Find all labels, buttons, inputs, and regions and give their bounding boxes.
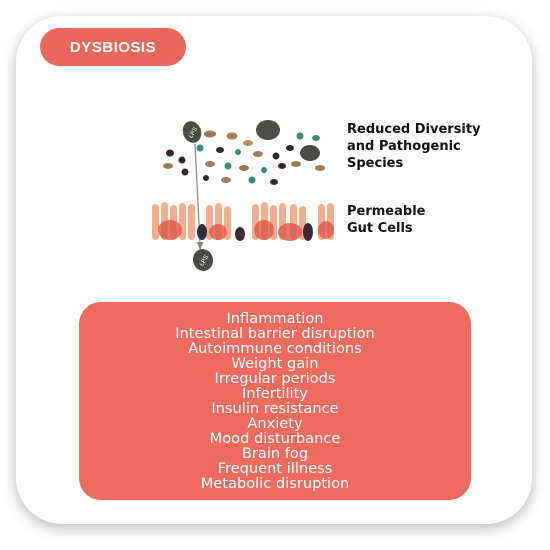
gap-cell xyxy=(235,227,245,241)
symptom-item: Autoimmune conditions xyxy=(188,340,362,357)
lps-top: LPS xyxy=(182,121,202,143)
microbe xyxy=(239,165,249,171)
lps-molecule-icon xyxy=(192,249,214,271)
gut-cells-label-line: Permeable xyxy=(347,204,426,219)
symptom-item: Anxiety xyxy=(247,415,303,432)
microbe xyxy=(221,177,231,183)
symptom-item: Intestinal barrier disruption xyxy=(175,325,375,342)
microbe xyxy=(181,168,189,176)
microbe xyxy=(291,161,301,167)
microbe xyxy=(205,161,215,167)
microbe xyxy=(226,132,238,140)
gut-cells-label: Permeable Gut Cells xyxy=(347,203,467,237)
symptom-item: Brain fog xyxy=(241,445,309,462)
gap-cell xyxy=(303,223,313,241)
pathogen-blob xyxy=(300,145,320,161)
title-badge-label: DYSBIOSIS xyxy=(69,38,157,56)
lps-label-bottom: LPS xyxy=(199,255,210,268)
microbe xyxy=(296,132,304,140)
microbe xyxy=(261,167,267,173)
microbes-label-line: and Pathogenic xyxy=(347,139,461,154)
symptom-item: Insulin resistance xyxy=(211,400,339,417)
microbe xyxy=(204,130,216,138)
microbes-label-line: Reduced Diversity xyxy=(347,122,481,137)
gap-cell xyxy=(197,224,207,240)
gut-cells xyxy=(152,202,334,241)
microbe xyxy=(312,135,320,141)
microbe xyxy=(286,145,294,151)
microbe xyxy=(196,144,204,152)
microbes-label: Reduced Diversity and Pathogenic Species xyxy=(347,121,487,172)
symptom-item: Weight gain xyxy=(231,355,319,372)
symptom-item: Metabolic disruption xyxy=(200,475,350,492)
microbe xyxy=(278,163,286,169)
microbe xyxy=(166,149,174,157)
gut-cells-label-line: Gut Cells xyxy=(347,221,413,236)
symptoms-panel: Inflammation Intestinal barrier disrupti… xyxy=(79,302,471,500)
microbes-label-line: Species xyxy=(347,156,404,171)
microbe xyxy=(272,152,280,160)
microbe xyxy=(243,140,253,146)
symptom-item: Infertility xyxy=(242,385,308,402)
lps-bottom: LPS xyxy=(192,249,214,271)
lps-molecule-icon xyxy=(182,121,202,143)
microbes xyxy=(163,120,325,185)
gut-illustration: LPS xyxy=(152,120,334,271)
microbe xyxy=(253,151,263,157)
symptom-item: Frequent illness xyxy=(217,460,333,477)
symptom-item: Irregular periods xyxy=(214,370,336,387)
pathogen-blob xyxy=(256,120,280,140)
microbe xyxy=(235,149,241,155)
microbe xyxy=(203,175,209,181)
symptom-item: Inflammation xyxy=(226,310,324,327)
microbe xyxy=(224,162,232,170)
symptom-item: Mood disturbance xyxy=(209,430,341,447)
microbe xyxy=(163,163,173,169)
microbe xyxy=(315,165,325,171)
microbe xyxy=(248,176,256,184)
microbe xyxy=(270,179,278,185)
microbe xyxy=(216,147,224,153)
microbe xyxy=(178,156,186,164)
title-badge: DYSBIOSIS xyxy=(40,28,186,66)
lps-label-top: LPS xyxy=(188,127,199,140)
